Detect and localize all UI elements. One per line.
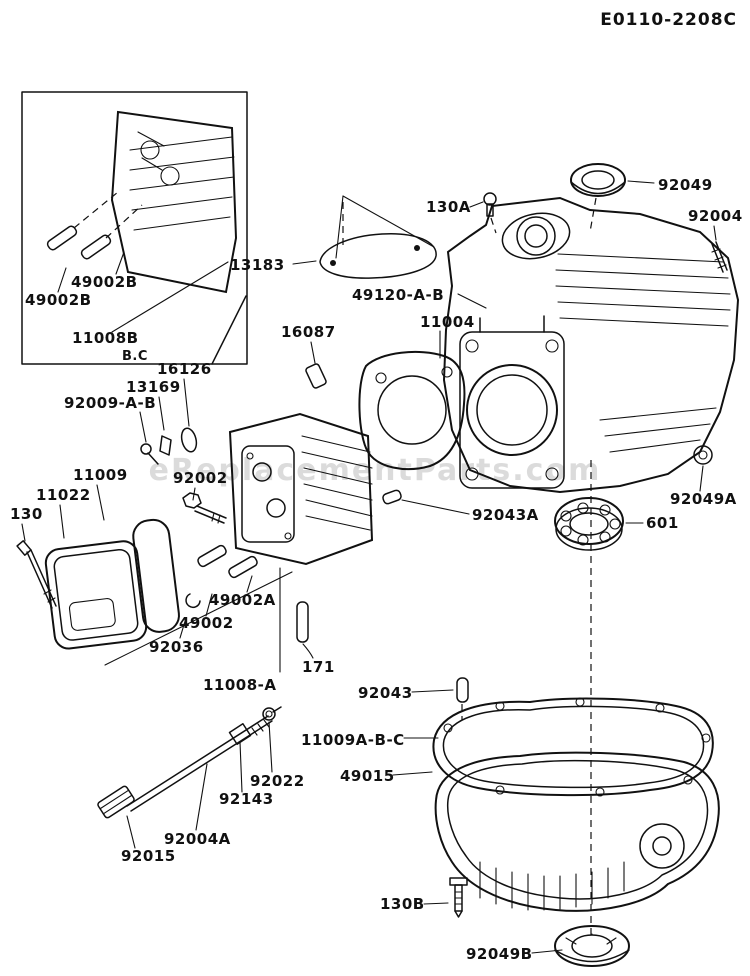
part-label-92043: 92043: [358, 684, 413, 702]
crankcase-group: 49120-A-B: [352, 196, 740, 494]
head-gasket-11004-group: 11004: [358, 313, 475, 471]
part-label-49120-a-b: 49120-A-B: [352, 286, 444, 304]
rocker-cover-outline: [44, 540, 148, 650]
part-label-92004: 92004: [688, 207, 743, 225]
part-label-16087: 16087: [281, 323, 336, 341]
part-label-13183: 13183: [230, 256, 285, 274]
nut-92015-icon: [97, 785, 135, 819]
cylinder-bore-icon: [466, 364, 558, 456]
oil-seal-icon: [570, 163, 626, 197]
bolt-head-icon: [16, 540, 32, 556]
valve-spring-icon: [160, 166, 180, 186]
part-label-49002b-lower: 49002B: [25, 291, 92, 309]
dowel-pin-icon: [382, 489, 402, 505]
ball-bearing-icon: [554, 497, 624, 545]
part-label-130: 130: [10, 505, 43, 523]
part-label-16126: 16126: [157, 360, 212, 378]
washer-92022-icon: [262, 707, 276, 721]
pin-92043-group: 92043: [358, 677, 469, 720]
part-label-130a: 130A: [426, 198, 471, 216]
stud-92004-group: 92004: [688, 207, 743, 273]
cylinder-head-outline: [228, 412, 374, 566]
part-label-49002: 49002: [179, 614, 234, 632]
part-label-49002a: 49002A: [209, 591, 276, 609]
oil-pan-outline: [434, 751, 720, 912]
valve-guide-pin: [46, 225, 78, 251]
oil-seal-92049b-group: 92049B: [466, 925, 630, 967]
part-label-92143: 92143: [219, 790, 274, 808]
pan-gasket-outline: [432, 697, 714, 797]
part-label-92049a: 92049A: [670, 490, 737, 508]
part-label-11008-a: 11008-A: [203, 676, 277, 694]
part-label-11022: 11022: [36, 486, 91, 504]
part-label-49002b-upper: 49002B: [71, 273, 138, 291]
reed-valve-icon: [180, 427, 198, 453]
part-label-601: 601: [646, 514, 679, 532]
dowel-pin-92043a-group: 92043A: [382, 489, 539, 524]
part-label-130b: 130B: [380, 895, 425, 913]
part-label-11009: 11009: [73, 466, 128, 484]
pin-171-group: 171: [296, 601, 335, 676]
screw-icon: [140, 443, 152, 455]
collar-92143-icon: [228, 723, 252, 745]
pin-icon: [296, 601, 309, 643]
part-label-11008b: 11008B: [72, 329, 139, 347]
oil-seal-92049-group: 92049: [570, 163, 713, 233]
breather-valve-icon: [305, 363, 327, 389]
part-label-13169: 13169: [126, 378, 181, 396]
part-label-92022: 92022: [250, 772, 305, 790]
seal-92049a-group: 92049A: [670, 445, 737, 508]
drawing-number: E0110-2208C: [600, 10, 737, 30]
oil-pan-group: 49015: [340, 751, 720, 912]
cylinder-head-group: 11008-A: [203, 412, 374, 694]
governor-rod-group: 92022 92143 92004A 92015: [97, 706, 305, 865]
bolt-head-icon: [449, 877, 468, 886]
valve-guide-pin: [228, 555, 258, 579]
part-label-171: 171: [302, 658, 335, 676]
part-label-92009-a-b: 92009-A-B: [64, 394, 156, 412]
breather-parts-group: 16126 13169 92009-A-B: [64, 360, 212, 465]
valve-spring-icon: [140, 140, 160, 160]
bolt-head-icon: [483, 192, 497, 206]
oil-seal-icon: [554, 925, 630, 967]
inset-box-cylinder-head: 49002B 49002B 11008B B.C: [21, 91, 248, 365]
plate-icon: [159, 435, 172, 456]
part-label-92036: 92036: [149, 638, 204, 656]
part-label-92002: 92002: [173, 469, 228, 487]
pan-gasket-group: 11009A-B-C: [301, 697, 714, 797]
pan-boss-icon: [639, 823, 685, 869]
part-label-92049b: 92049B: [466, 945, 533, 963]
plate-13183-outline: [319, 233, 437, 279]
pin-icon: [456, 677, 469, 703]
head-gasket-outline: [358, 350, 466, 471]
inset-cylinder-head-outline: [110, 110, 238, 294]
carburetor-flange-icon: [501, 212, 571, 260]
hex-bolt-icon: [182, 492, 202, 509]
part-label-49015: 49015: [340, 767, 395, 785]
part-label-92015: 92015: [121, 847, 176, 865]
cylinder-face: [459, 331, 565, 489]
part-label-11009a-b-c: 11009A-B-C: [301, 731, 405, 749]
part-label-92043a: 92043A: [472, 506, 539, 524]
bolt-130b-group: 130B: [380, 877, 468, 918]
cover-gasket-outline: [132, 518, 180, 633]
bolt-92002-group: 92002: [173, 469, 228, 524]
seal-ring-icon: [693, 445, 713, 465]
valve-guide-pin: [197, 544, 227, 568]
inset-note-bc: B.C: [122, 349, 148, 364]
valve-guide-pin: [80, 234, 112, 260]
breather-16087-group: 16087: [281, 323, 336, 389]
part-label-11004: 11004: [420, 313, 475, 331]
plate-13183-group: 13183: [230, 195, 437, 279]
circlip-icon: [185, 593, 201, 609]
part-label-92004a: 92004A: [164, 830, 231, 848]
rocker-cover-group: 11009 11022 130: [10, 466, 180, 650]
valve-guides-group: 49002A 49002 92036: [104, 544, 293, 666]
crankcase-outline: [442, 196, 740, 494]
bearing-601-group: 601: [554, 497, 679, 551]
bolt-130a-group: 130A: [426, 192, 497, 234]
part-label-92049: 92049: [658, 176, 713, 194]
